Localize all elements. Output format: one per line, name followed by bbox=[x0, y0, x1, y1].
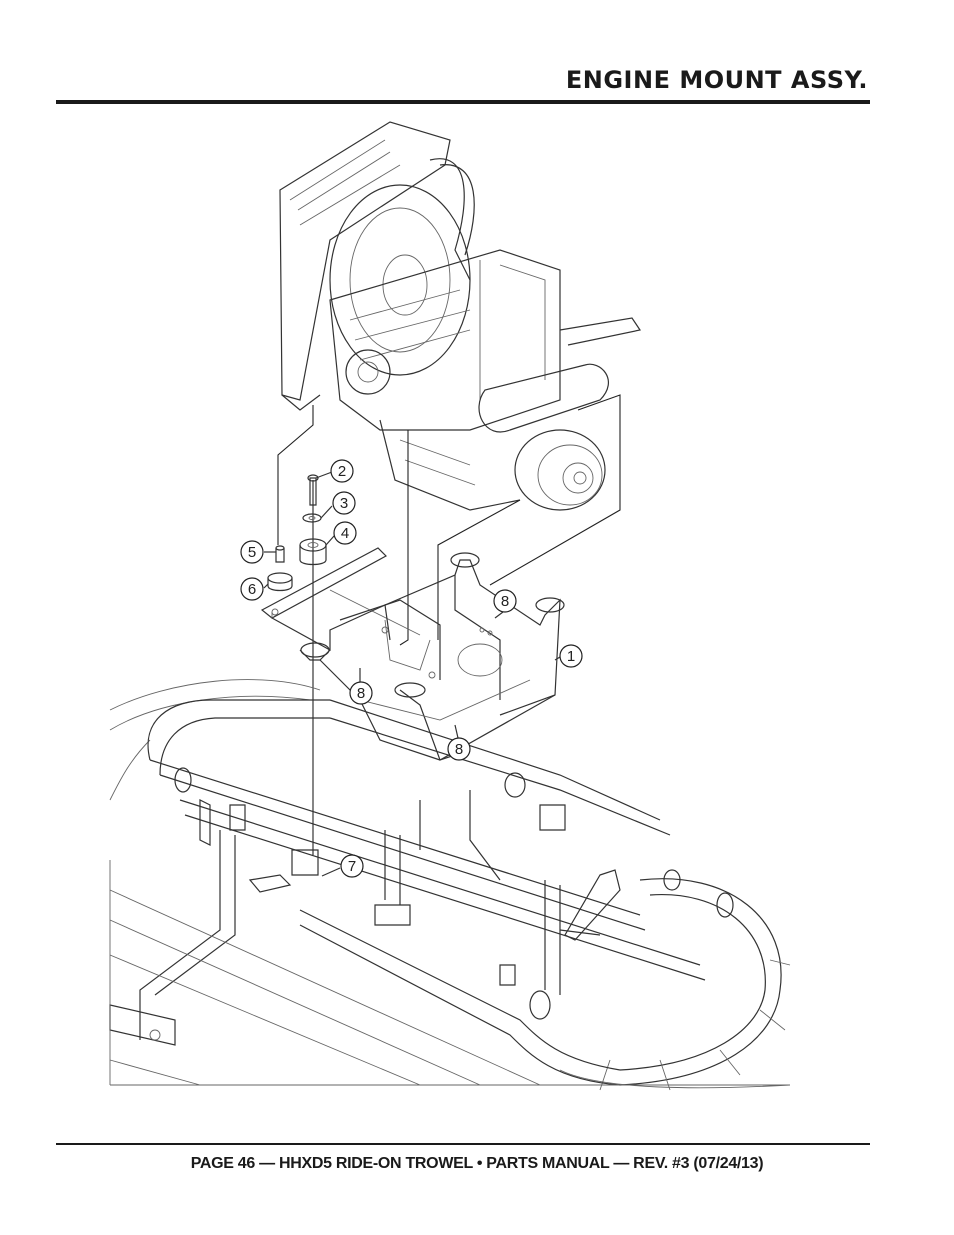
callout-6: 6 bbox=[240, 577, 264, 601]
footer-rule bbox=[56, 1143, 870, 1145]
callout-label: 5 bbox=[248, 544, 256, 561]
header-rule bbox=[56, 100, 870, 104]
callout-label: 7 bbox=[348, 858, 356, 875]
callout-label: 6 bbox=[248, 581, 256, 598]
callout-label: 2 bbox=[338, 463, 346, 480]
callout-label: 1 bbox=[567, 648, 575, 665]
trowel-chassis bbox=[109, 679, 791, 1091]
callout-2: 2 bbox=[330, 459, 354, 483]
page-footer: PAGE 46 — HHXD5 RIDE-ON TROWEL • PARTS M… bbox=[190, 1155, 764, 1172]
callout-label: 8 bbox=[357, 685, 365, 702]
engine-mount-frame bbox=[260, 547, 565, 761]
callout-label: 3 bbox=[340, 495, 348, 512]
callout-8-right: 8 bbox=[493, 589, 517, 613]
callout-label: 4 bbox=[341, 525, 349, 542]
callout-8-bottom: 8 bbox=[447, 737, 471, 761]
mount-hardware bbox=[267, 474, 327, 592]
engine-illustration bbox=[279, 121, 641, 511]
callout-7: 7 bbox=[340, 854, 364, 878]
callout-8-left: 8 bbox=[349, 681, 373, 705]
callout-1: 1 bbox=[559, 644, 583, 668]
callout-5: 5 bbox=[240, 540, 264, 564]
callout-label: 8 bbox=[501, 593, 509, 610]
callout-label: 8 bbox=[455, 741, 463, 758]
callout-4: 4 bbox=[333, 521, 357, 545]
page-title: ENGINE MOUNT ASSY. bbox=[565, 66, 868, 94]
alignment-lines bbox=[277, 394, 621, 855]
leader-lines bbox=[263, 471, 561, 877]
callout-3: 3 bbox=[332, 491, 356, 515]
